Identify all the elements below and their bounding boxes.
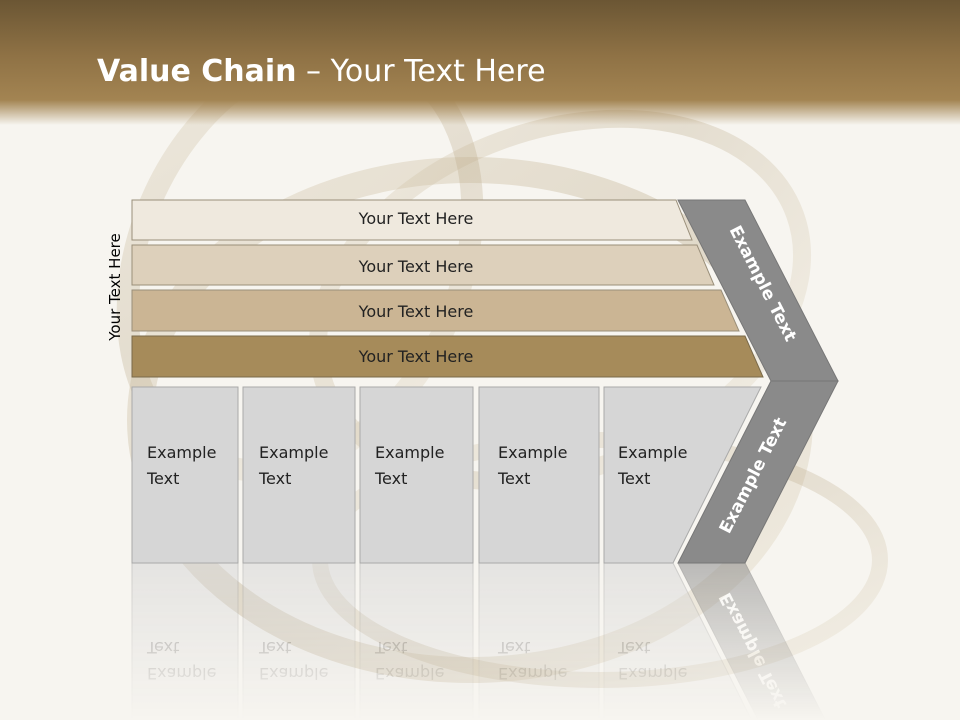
reflection-box-1-line1: Example [147, 664, 216, 683]
slide-title: Value Chain – Your Text Here [97, 54, 546, 89]
margin-chevron: Example Text Example Text [677, 199, 839, 564]
reflection-box-5 [603, 562, 753, 720]
support-bar-1[interactable] [131, 199, 693, 241]
reflection-box-3-line1: Example [375, 664, 444, 683]
reflection-box-3 [359, 562, 474, 720]
primary-box-1-line1: Example [147, 443, 216, 462]
support-bar-4-label: Your Text Here [358, 347, 474, 366]
title-bar [0, 0, 960, 125]
primary-box-1[interactable] [131, 386, 239, 564]
primary-boxes: Example Text Example Text Example Text E… [131, 386, 762, 564]
support-bar-4[interactable] [131, 335, 764, 378]
reflection-box-1 [131, 562, 239, 720]
title-bold: Value Chain [97, 54, 297, 89]
reflection-box-5-line1: Example [618, 664, 687, 683]
reflection-box-4-line1: Example [498, 664, 567, 683]
reflection-box-1-line2: Text [146, 638, 179, 657]
primary-box-4-line1: Example [498, 443, 567, 462]
support-bar-2[interactable] [131, 244, 715, 286]
primary-box-2-line1: Example [259, 443, 328, 462]
support-bar-3[interactable] [131, 289, 740, 332]
primary-box-3[interactable] [359, 386, 474, 564]
reflection-box-2-line2: Text [258, 638, 291, 657]
reflection-box-4 [478, 562, 600, 720]
reflection-chevron [677, 562, 826, 720]
reflection: Text Example Text Example Text Example T… [131, 562, 826, 720]
reflection-box-5-line2: Text [617, 638, 650, 657]
reflection-box-4-line2: Text [497, 638, 530, 657]
primary-box-3-line1: Example [375, 443, 444, 462]
title-rest: – Your Text Here [296, 54, 546, 89]
primary-box-5-line2: Text [617, 469, 650, 488]
primary-box-5-line1: Example [618, 443, 687, 462]
primary-box-4-line2: Text [497, 469, 530, 488]
primary-box-2-line2: Text [258, 469, 291, 488]
primary-box-1-line2: Text [146, 469, 179, 488]
primary-box-3-line2: Text [374, 469, 407, 488]
support-bar-1-label: Your Text Here [358, 209, 474, 228]
primary-box-4[interactable] [478, 386, 600, 564]
primary-box-2[interactable] [242, 386, 356, 564]
support-bar-2-label: Your Text Here [358, 257, 474, 276]
support-bars: Your Text Here Your Text Here Your Text … [131, 199, 764, 378]
reflection-box-2-line1: Example [259, 664, 328, 683]
support-bar-3-label: Your Text Here [358, 302, 474, 321]
reflection-box-3-line2: Text [374, 638, 407, 657]
reflection-box-2 [242, 562, 356, 720]
